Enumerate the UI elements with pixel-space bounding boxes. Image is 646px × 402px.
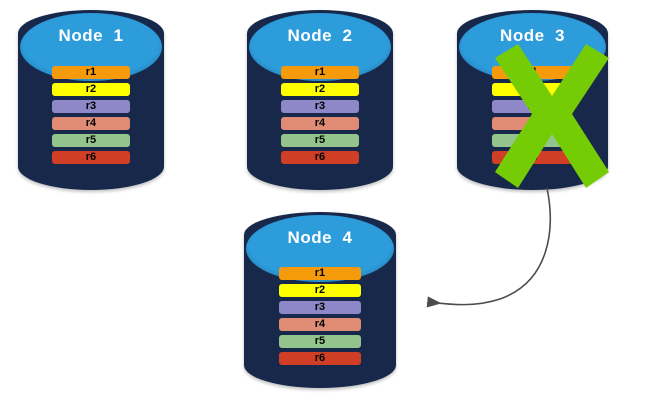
node-2[interactable]: Node 2 r1 r2 r3 r4 r5 r6	[247, 10, 393, 190]
node-4-rows: r1 r2 r3 r4 r5 r6	[244, 212, 396, 388]
node-2-row-r1[interactable]: r1	[280, 66, 360, 79]
node-1-row-r5[interactable]: r5	[51, 134, 131, 147]
node-3-row-r1[interactable]: r1	[491, 66, 574, 79]
node-3-row-r6[interactable]: r6	[491, 151, 574, 164]
node-1-label: Node 1	[58, 26, 124, 46]
node-4-row-r5[interactable]: r5	[278, 335, 362, 348]
node-3-row-r4[interactable]: r4	[491, 117, 574, 130]
node-1-row-r4[interactable]: r4	[51, 117, 131, 130]
node-2-row-r3[interactable]: r3	[280, 100, 360, 113]
node-2-row-r2[interactable]: r2	[280, 83, 360, 96]
node-1-rows: r1 r2 r3 r4 r5 r6	[18, 10, 164, 190]
failover-arrow-path	[426, 187, 552, 308]
node-3[interactable]: Node 3 r1 r2 r3 r4 r5 r6	[457, 10, 608, 190]
node-4[interactable]: Node 4 r1 r2 r3 r4 r5 r6	[244, 212, 396, 388]
node-4-label: Node 4	[287, 227, 353, 247]
node-4-row-r6[interactable]: r6	[278, 352, 362, 365]
node-1[interactable]: Node 1 r1 r2 r3 r4 r5 r6	[18, 10, 164, 190]
node-4-row-r3[interactable]: r3	[278, 301, 362, 314]
node-2-row-r6[interactable]: r6	[280, 151, 360, 164]
node-2-label: Node 2	[287, 26, 353, 46]
node-3-row-r3[interactable]: r3	[491, 100, 574, 113]
node-4-row-r4[interactable]: r4	[278, 318, 362, 331]
node-1-row-r3[interactable]: r3	[51, 100, 131, 113]
node-1-row-r6[interactable]: r6	[51, 151, 131, 164]
node-3-row-r2[interactable]: r2	[491, 83, 574, 96]
node-1-row-r1[interactable]: r1	[51, 66, 131, 79]
node-2-row-r5[interactable]: r5	[280, 134, 360, 147]
node-4-row-r2[interactable]: r2	[278, 284, 362, 297]
node-2-rows: r1 r2 r3 r4 r5 r6	[247, 10, 393, 190]
node-3-label: Node 3	[500, 26, 565, 46]
node-3-row-r5[interactable]: r5	[491, 134, 574, 147]
node-2-row-r4[interactable]: r4	[280, 117, 360, 130]
node-4-row-r1[interactable]: r1	[278, 267, 362, 280]
node-1-row-r2[interactable]: r2	[51, 83, 131, 96]
